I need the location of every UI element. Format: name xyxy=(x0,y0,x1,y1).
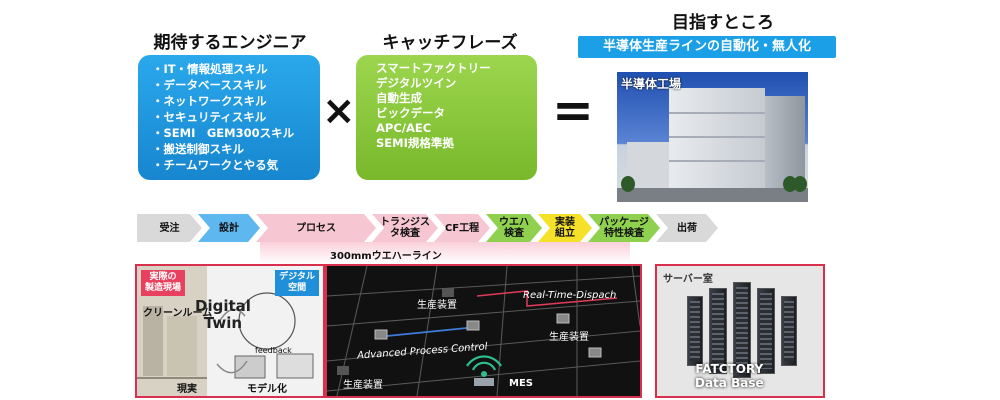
factory-floor-line xyxy=(669,112,765,114)
skill-item: ・搬送制御スキル xyxy=(152,142,244,156)
factory-label: 半導体工場 xyxy=(621,77,682,91)
factory-database-line1: FATCTORY xyxy=(695,362,764,376)
phrase-item: APC/AEC xyxy=(376,121,432,135)
goal-banner: 半導体生産ラインの自動化・無人化 xyxy=(578,36,836,58)
server-rack xyxy=(709,288,727,374)
process-step: 設計 xyxy=(198,214,260,242)
factory-photo: 半導体工場 xyxy=(617,72,808,202)
rtd-label: Real-Time-Dispach xyxy=(523,290,617,301)
phrase-item: デジタルツイン xyxy=(376,76,457,90)
times-operator: × xyxy=(322,88,356,134)
process-step: 出荷 xyxy=(656,214,718,242)
server-rack xyxy=(687,296,703,366)
skills-heading: 期待するエンジニア xyxy=(153,33,307,53)
digital-space-tag: デジタル 空間 xyxy=(275,270,319,296)
equals-operator: = xyxy=(552,81,594,139)
digital-twin-panel: 実際の 製造現場 デジタル 空間 クリーンルーム Digital Twin fe… xyxy=(135,264,325,398)
floor-grid xyxy=(327,266,640,396)
phrase-item: 自動生成 xyxy=(376,91,422,105)
factory-ground xyxy=(617,188,808,202)
process-step: 実装 組立 xyxy=(538,214,592,242)
digital-twin-label: Digital Twin xyxy=(195,297,251,332)
modeling-label: モデル化 xyxy=(247,384,287,395)
factory-floor-panel: 生産装置 生産装置 生産装置 Real-Time-Dispach Advance… xyxy=(325,264,642,398)
phrase-item: SEMI規格準拠 xyxy=(376,136,454,150)
factory-building-side xyxy=(765,96,805,188)
feedback-label: feedback xyxy=(255,346,292,355)
wafer-line-band xyxy=(260,242,630,264)
factory-floor-line xyxy=(669,136,765,138)
skills-box: ・IT・情報処理スキル・データベーススキル・ネットワークスキル・セキュリティスキ… xyxy=(138,55,320,180)
phrase-item: スマートファクトリー xyxy=(376,61,491,75)
wafer-line-label: 300mmウエハーライン xyxy=(330,251,442,262)
skill-item: ・SEMI GEM300スキル xyxy=(152,126,295,140)
skill-item: ・セキュリティスキル xyxy=(152,110,267,124)
server-room-label: サーバー室 xyxy=(663,274,713,285)
process-step: プロセス xyxy=(256,214,376,242)
process-step: トランジス タ検査 xyxy=(372,214,438,242)
skill-item: ・チームワークとやる気 xyxy=(152,158,279,172)
server-rack xyxy=(757,288,775,374)
factory-building xyxy=(669,88,765,188)
process-step: 受注 xyxy=(137,214,202,242)
server-rack xyxy=(781,296,797,366)
skill-item: ・データベーススキル xyxy=(152,78,267,92)
real-site-tag: 実際の 製造現場 xyxy=(141,270,186,296)
tree xyxy=(621,176,635,192)
phrase-item: ビックデータ xyxy=(376,106,445,120)
equipment-label-2: 生産装置 xyxy=(549,332,589,343)
skill-item: ・IT・情報処理スキル xyxy=(152,62,268,76)
skill-item: ・ネットワークスキル xyxy=(152,94,267,108)
skills-list: ・IT・情報処理スキル・データベーススキル・ネットワークスキル・セキュリティスキ… xyxy=(152,61,320,173)
process-step: ウエハ 検査 xyxy=(486,214,542,242)
factory-database-label: FATCTORY Data Base xyxy=(695,362,764,390)
process-step: パッケージ 特性検査 xyxy=(588,214,660,242)
equipment-label-3: 生産装置 xyxy=(343,380,383,391)
phrases-heading: キャッチフレーズ xyxy=(382,33,518,53)
server-room-panel: サーバー室 FATCTORY Data Base xyxy=(655,264,825,398)
factory-database-line2: Data Base xyxy=(695,376,764,390)
clean-room-label: クリーンルーム xyxy=(143,308,213,319)
process-step: CF工程 xyxy=(434,214,490,242)
factory-floor-line xyxy=(669,160,765,162)
server-rack xyxy=(733,282,751,378)
mes-label: MES xyxy=(509,378,533,389)
tree xyxy=(793,176,807,192)
equipment-label-1: 生産装置 xyxy=(417,300,457,311)
goal-heading: 目指すところ xyxy=(672,13,774,33)
reality-label: 現実 xyxy=(177,384,197,395)
